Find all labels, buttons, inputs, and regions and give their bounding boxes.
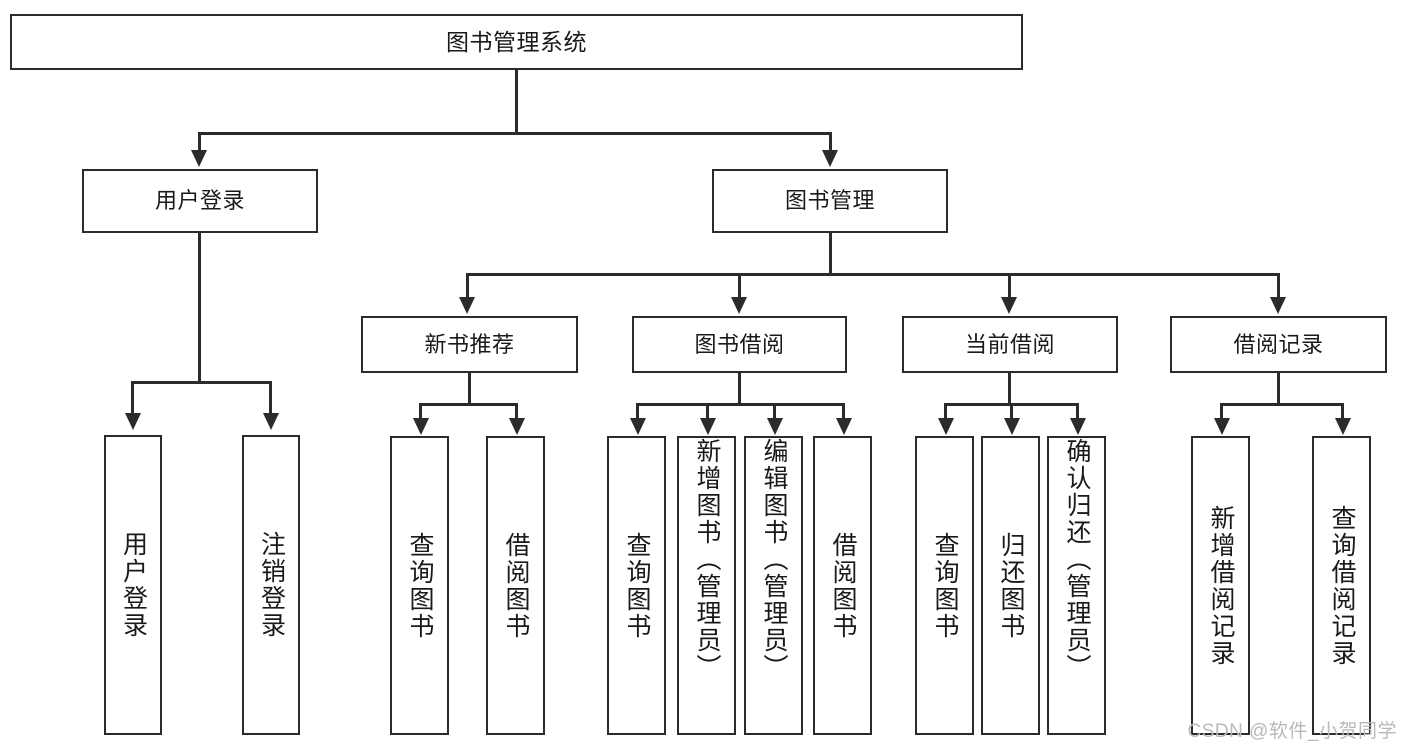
connector-root-to-user-login <box>198 132 201 154</box>
node-label: 当前借阅 <box>964 331 1055 357</box>
node-user-login[interactable]: 用户登录 <box>82 169 318 233</box>
node-label: 图书管理 <box>784 188 875 213</box>
node-label: 借阅图书 <box>502 531 530 640</box>
connector-root-stem <box>515 70 518 134</box>
node-label: 查询借阅记录 <box>1328 504 1356 667</box>
node-book-borrow[interactable]: 图书借阅 <box>632 316 847 373</box>
node-label: 确认归还（管理员） <box>1063 438 1091 681</box>
leaf-book-borrow-edit-book-admin[interactable]: 编辑图书（管理员） <box>744 436 803 735</box>
connector-user-login-to-leaf-1 <box>131 381 134 417</box>
connector-user-login-stem <box>198 233 201 383</box>
leaf-book-borrow-add-book-admin[interactable]: 新增图书（管理员） <box>677 436 736 735</box>
connector-borrow-record-stem <box>1277 373 1280 405</box>
connector-nb-to-leaf-2 <box>515 403 518 421</box>
leaf-borrow-record-add-record[interactable]: 新增借阅记录 <box>1191 436 1250 735</box>
connector-root-to-book-management <box>829 132 832 154</box>
connector-cb-to-leaf-1 <box>944 403 947 421</box>
connector-bm-to-borrow-record <box>1277 273 1280 301</box>
node-label: 新增图书（管理员） <box>693 438 721 681</box>
node-label: 编辑图书（管理员） <box>760 438 788 681</box>
arrowhead-bm-book-borrow <box>731 297 747 314</box>
arrowhead-br-leaf-1 <box>1214 418 1230 435</box>
leaf-book-borrow-query-books[interactable]: 查询图书 <box>607 436 666 735</box>
arrowhead-user-login-leaf-2 <box>263 413 279 430</box>
leaf-current-borrow-return-books[interactable]: 归还图书 <box>981 436 1040 735</box>
arrowhead-nb-leaf-2 <box>509 418 525 435</box>
leaf-user-login-logout[interactable]: 注销登录 <box>242 435 300 735</box>
connector-bm-to-new-book <box>466 273 469 301</box>
connector-book-borrow-stem <box>738 373 741 405</box>
arrowhead-root-to-book-management <box>822 150 838 167</box>
connector-bb-to-leaf-2 <box>706 403 709 421</box>
node-label: 新书推荐 <box>424 331 515 357</box>
connector-br-to-leaf-1 <box>1220 403 1223 421</box>
node-label: 图书管理系统 <box>446 28 587 55</box>
connector-cb-to-leaf-2 <box>1010 403 1013 421</box>
node-label: 查询图书 <box>623 531 651 640</box>
connector-current-borrow-stem <box>1008 373 1011 405</box>
arrowhead-cb-leaf-2 <box>1004 418 1020 435</box>
node-label: 归还图书 <box>997 531 1025 640</box>
connector-new-book-bus <box>419 403 517 406</box>
node-label: 用户登录 <box>154 188 245 213</box>
node-label: 用户登录 <box>119 531 148 639</box>
arrowhead-br-leaf-2 <box>1335 418 1351 435</box>
arrowhead-cb-leaf-3 <box>1070 418 1086 435</box>
connector-new-book-stem <box>468 373 471 405</box>
leaf-book-borrow-borrow-books[interactable]: 借阅图书 <box>813 436 872 735</box>
connector-book-management-stem <box>829 233 832 275</box>
arrowhead-user-login-leaf-1 <box>125 413 141 430</box>
node-label: 借阅图书 <box>829 531 857 640</box>
arrowhead-bm-new-book <box>459 297 475 314</box>
node-label: 注销登录 <box>257 531 286 639</box>
node-root-book-management-system[interactable]: 图书管理系统 <box>10 14 1023 70</box>
arrowhead-root-to-user-login <box>191 150 207 167</box>
node-label: 查询图书 <box>931 531 959 640</box>
connector-cb-to-leaf-3 <box>1076 403 1079 421</box>
arrowhead-bb-leaf-3 <box>767 418 783 435</box>
arrowhead-nb-leaf-1 <box>413 418 429 435</box>
connector-br-to-leaf-2 <box>1341 403 1344 421</box>
leaf-current-borrow-query-books[interactable]: 查询图书 <box>915 436 974 735</box>
node-borrow-record[interactable]: 借阅记录 <box>1170 316 1387 373</box>
node-book-management[interactable]: 图书管理 <box>712 169 948 233</box>
arrowhead-bb-leaf-2 <box>700 418 716 435</box>
leaf-user-login-login[interactable]: 用户登录 <box>104 435 162 735</box>
arrowhead-bb-leaf-4 <box>836 418 852 435</box>
node-label: 借阅记录 <box>1233 331 1324 357</box>
leaf-current-borrow-confirm-return-admin[interactable]: 确认归还（管理员） <box>1047 436 1106 735</box>
connector-bm-to-book-borrow <box>738 273 741 301</box>
connector-bb-to-leaf-3 <box>773 403 776 421</box>
arrowhead-cb-leaf-1 <box>938 418 954 435</box>
connector-book-borrow-bus <box>636 403 844 406</box>
leaf-new-book-borrow-books[interactable]: 借阅图书 <box>486 436 545 735</box>
node-label: 新增借阅记录 <box>1207 504 1235 667</box>
connector-bb-to-leaf-1 <box>636 403 639 421</box>
node-new-book-recommend[interactable]: 新书推荐 <box>361 316 578 373</box>
arrowhead-bm-current-borrow <box>1001 297 1017 314</box>
connector-user-login-bus <box>131 381 271 384</box>
node-label: 查询图书 <box>406 531 434 640</box>
connector-user-login-to-leaf-2 <box>269 381 272 417</box>
connector-bb-to-leaf-4 <box>842 403 845 421</box>
arrowhead-bm-borrow-record <box>1270 297 1286 314</box>
leaf-new-book-query-books[interactable]: 查询图书 <box>390 436 449 735</box>
arrowhead-bb-leaf-1 <box>630 418 646 435</box>
node-label: 图书借阅 <box>694 331 785 357</box>
connector-borrow-record-bus <box>1220 403 1343 406</box>
connector-root-bus <box>198 132 832 135</box>
connector-nb-to-leaf-1 <box>419 403 422 421</box>
csdn-watermark: CSDN @软件_小贺同学 <box>1187 721 1397 742</box>
connector-book-management-bus <box>466 273 1279 276</box>
leaf-borrow-record-query-record[interactable]: 查询借阅记录 <box>1312 436 1371 735</box>
node-current-borrow[interactable]: 当前借阅 <box>902 316 1118 373</box>
connector-bm-to-current-borrow <box>1008 273 1011 301</box>
